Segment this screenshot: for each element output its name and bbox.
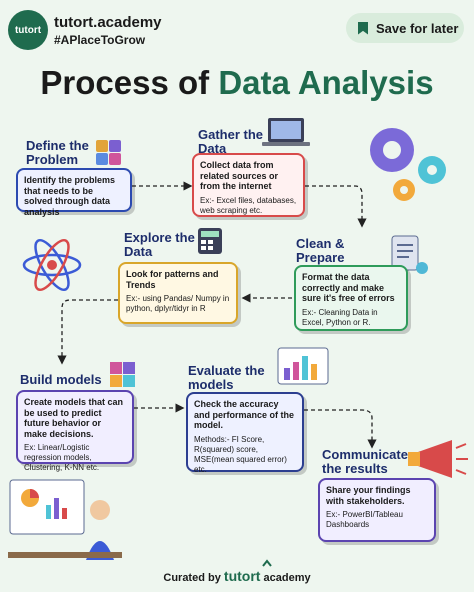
logo: tutort bbox=[8, 10, 48, 50]
step-title-communicate: Communicate the results bbox=[322, 447, 408, 476]
megaphone-icon bbox=[408, 440, 468, 478]
step-desc-clean: Format the data correctly and make sure … bbox=[302, 272, 395, 303]
step-desc-evaluate: Check the accuracy and performance of th… bbox=[194, 399, 295, 430]
step-desc-gather: Collect data from related sources or fro… bbox=[200, 160, 279, 191]
step-example-evaluate: Methods:- FI Score, R(squared) score, MS… bbox=[194, 434, 287, 474]
step-title-build: Build models bbox=[20, 372, 102, 387]
step-example-clean: Ex:- Cleaning Data in Excel, Python or R… bbox=[302, 307, 378, 327]
blocks-icon bbox=[110, 362, 135, 387]
step-title-explore: Explore the Data bbox=[124, 230, 195, 259]
step-box-clean: Format the data correctly and make sure … bbox=[294, 265, 408, 331]
title-prefix: Process of bbox=[40, 64, 219, 101]
calculator-icon bbox=[198, 228, 222, 254]
step-title-gather: Gather the Data bbox=[198, 127, 264, 156]
connector-arrow-2 bbox=[305, 185, 367, 228]
footer-brand: tutort bbox=[223, 568, 261, 584]
brand-name: tutort.academy bbox=[54, 14, 162, 31]
step-example-gather: Ex:- Excel files, databases, web scrapin… bbox=[200, 195, 297, 215]
puzzle-icon bbox=[96, 140, 121, 165]
step-desc-communicate: Share your findings with stakeholders. bbox=[326, 485, 411, 506]
atom-icon bbox=[22, 238, 82, 292]
analyst-illustration bbox=[8, 479, 122, 560]
page-title: Process of Data Analysis bbox=[0, 64, 474, 102]
footer: Curated by tutort academy bbox=[0, 568, 474, 584]
save-label: Save for later bbox=[376, 20, 459, 36]
save-for-later-button[interactable]: Save for later bbox=[346, 13, 464, 43]
tagline: #APlaceToGrow bbox=[54, 33, 146, 47]
step-desc-explore: Look for patterns and Trends bbox=[126, 269, 219, 290]
gears-icon bbox=[370, 128, 446, 201]
step-example-build: Ex: Linear/Logistic regression models, C… bbox=[24, 443, 100, 472]
step-desc-build: Create models that can be used to predic… bbox=[24, 397, 124, 439]
bookmark-icon bbox=[358, 21, 368, 35]
step-box-define: Identify the problems that needs to be s… bbox=[16, 168, 132, 217]
footer-curated: Curated by bbox=[163, 572, 221, 584]
tutort-logo-mark bbox=[262, 559, 272, 567]
step-box-explore: Look for patterns and Trends Ex:- using … bbox=[118, 262, 238, 324]
step-box-build: Create models that can be used to predic… bbox=[16, 390, 134, 472]
step-title-define: Define the Problem bbox=[26, 138, 89, 167]
connector-arrow-6 bbox=[304, 409, 377, 449]
step-title-evaluate: Evaluate the models bbox=[188, 363, 265, 392]
clipboard-icon bbox=[391, 235, 428, 274]
title-accent: Data Analysis bbox=[218, 64, 434, 101]
step-box-gather: Collect data from related sources or fro… bbox=[192, 153, 305, 217]
laptop-icon bbox=[262, 118, 310, 146]
footer-academy: academy bbox=[263, 572, 311, 584]
step-desc-define: Identify the problems that needs to be s… bbox=[24, 175, 116, 217]
connector-arrow-4 bbox=[57, 299, 118, 365]
step-box-evaluate: Check the accuracy and performance of th… bbox=[186, 392, 304, 474]
chart-board-icon bbox=[277, 347, 329, 385]
step-example-communicate: Ex:- PowerBI/Tableau Dashboards bbox=[326, 510, 403, 529]
step-box-communicate: Share your findings with stakeholders. E… bbox=[318, 478, 436, 542]
step-example-explore: Ex:- using Pandas/ Numpy in python, dply… bbox=[126, 294, 230, 313]
